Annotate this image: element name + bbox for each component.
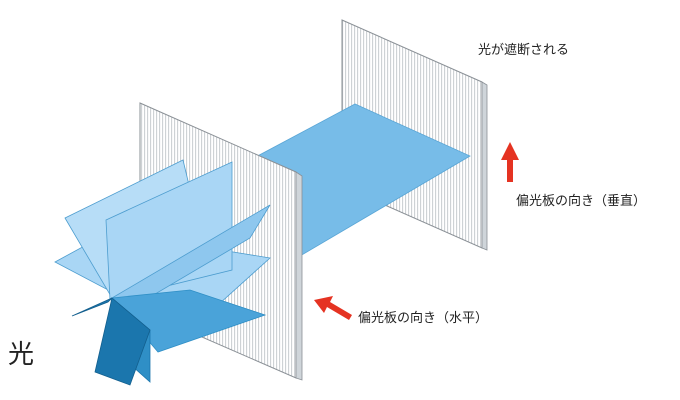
light-blocked-label: 光が遮断される (478, 43, 570, 58)
horizontal-direction-arrow (314, 296, 352, 320)
horizontal-polarizer-label: 偏光板の向き（水平） (358, 311, 489, 326)
unpolarized-light-planes (54, 159, 271, 386)
light-label: 光 (8, 340, 35, 370)
vertical-direction-arrow (501, 142, 519, 182)
vertical-polarizer-label: 偏光板の向き（垂直） (516, 194, 647, 209)
